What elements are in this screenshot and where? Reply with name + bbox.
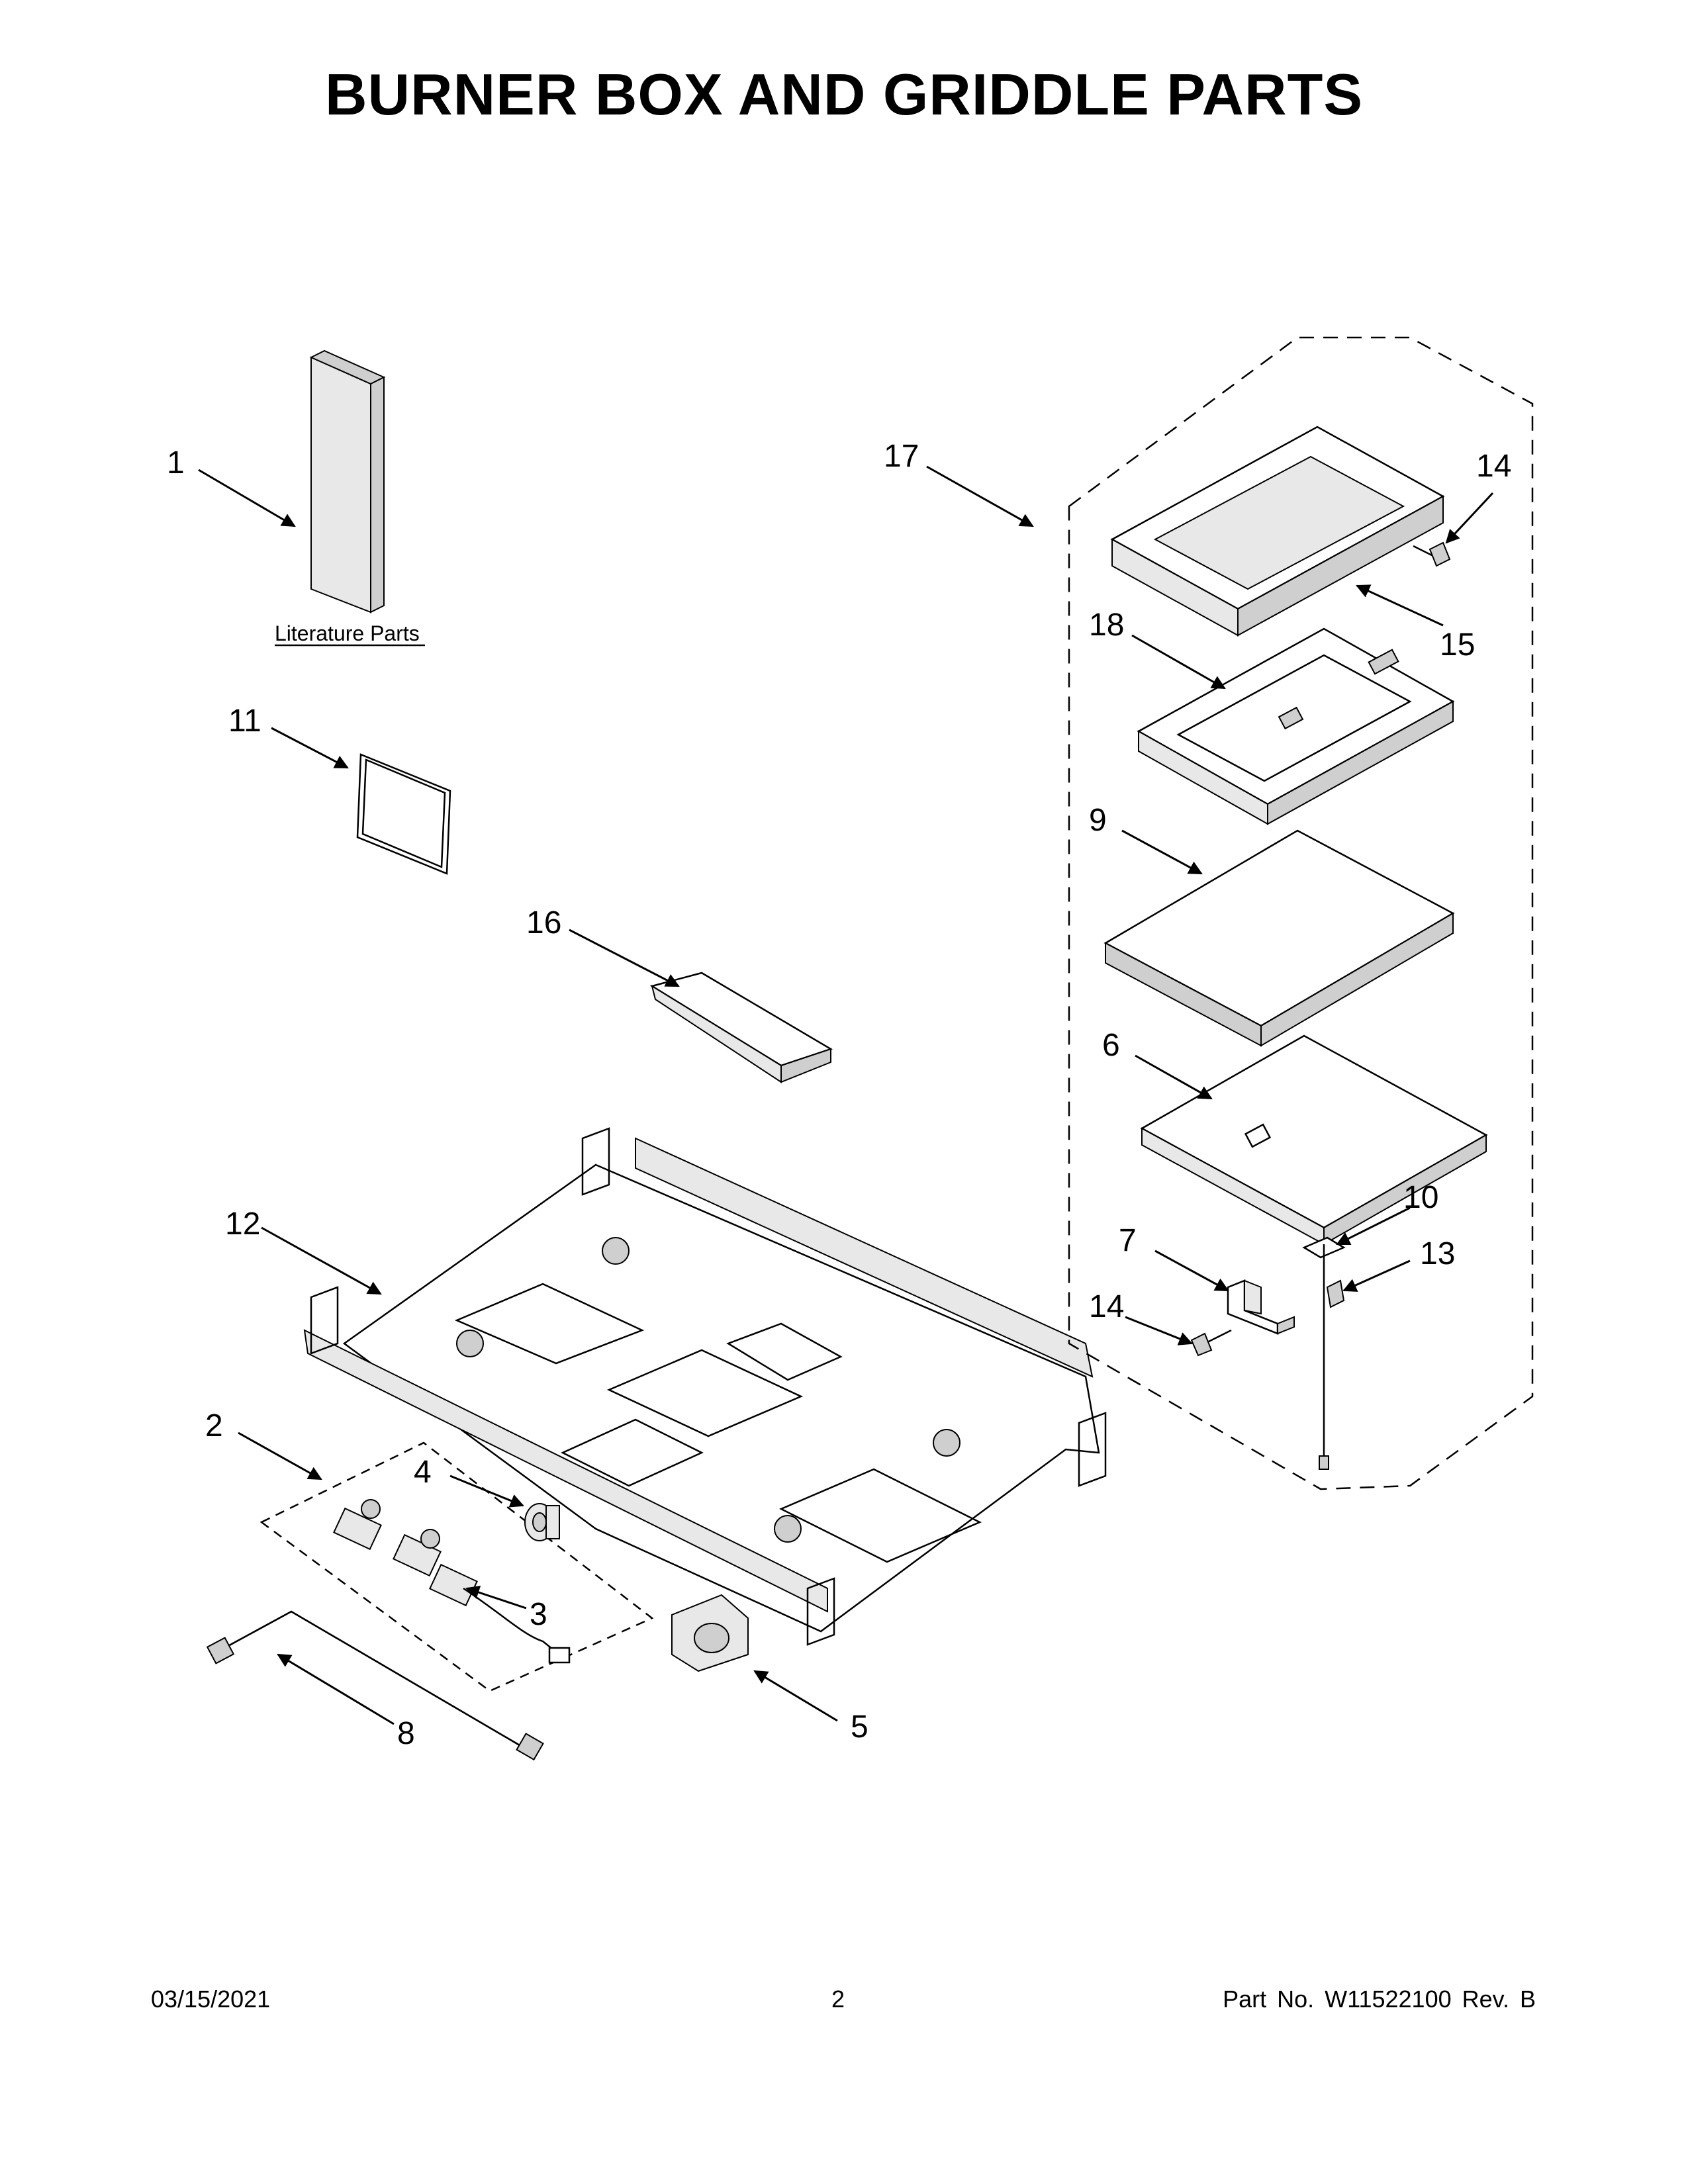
leader-lines [198,465,1494,1725]
sensor-clip-part[interactable] [1326,1279,1345,1308]
callout-12: 12 [225,1206,260,1242]
gas-supply-tube-part[interactable] [206,1610,544,1761]
callout-5: 5 [851,1709,868,1745]
callout-13: 13 [1420,1236,1455,1271]
griddle-pan-part[interactable] [1140,1034,1488,1246]
callout-16: 16 [526,905,561,940]
callout-6: 6 [1102,1028,1120,1063]
callout-9: 9 [1089,803,1107,838]
screw-part[interactable] [1413,541,1451,567]
callout-17: 17 [884,439,919,474]
screw-part-lower[interactable] [1190,1329,1232,1357]
callout-1: 1 [167,445,185,480]
gasket-plate-part[interactable] [356,753,451,875]
footer-part-number: Part No. W11522100 Rev. B [1223,1985,1536,2013]
heating-element-frame-part[interactable] [1137,627,1455,825]
valve-manifold-part[interactable] [333,1499,571,1664]
griddle-plate-part[interactable] [1110,426,1445,637]
literature-booklet-part[interactable] [309,349,386,614]
valve-group-outline [259,1441,654,1692]
callout-15: 15 [1440,627,1475,662]
footer-date: 03/15/2021 [151,1985,271,2013]
grease-channel-part[interactable] [649,972,833,1083]
burner-valve-mount [456,1237,961,1543]
callout-7: 7 [1119,1223,1137,1258]
footer-page-number: 2 [831,1985,845,2013]
bracket-part[interactable] [1227,1279,1295,1335]
callout-11: 11 [228,704,261,739]
temperature-sensor-part[interactable] [1302,1236,1346,1470]
ignitor-fitting-part[interactable] [524,1503,560,1541]
callout-14-top: 14 [1476,449,1511,484]
gas-regulator-part[interactable] [671,1594,749,1672]
callout-4: 4 [414,1455,432,1490]
callout-2: 2 [205,1408,223,1443]
callout-18: 18 [1089,608,1124,643]
callout-3: 3 [530,1597,547,1632]
insulation-pad-part[interactable] [1103,829,1455,1047]
literature-parts-label: Literature Parts [275,621,420,645]
callout-10: 10 [1403,1180,1438,1215]
griddle-assembly-outline [1068,336,1534,1490]
callout-14-lower: 14 [1089,1289,1124,1324]
callout-8: 8 [397,1716,415,1751]
burner-box-part[interactable] [303,1127,1107,1646]
page-title: BURNER BOX AND GRIDDLE PARTS [324,62,1364,127]
